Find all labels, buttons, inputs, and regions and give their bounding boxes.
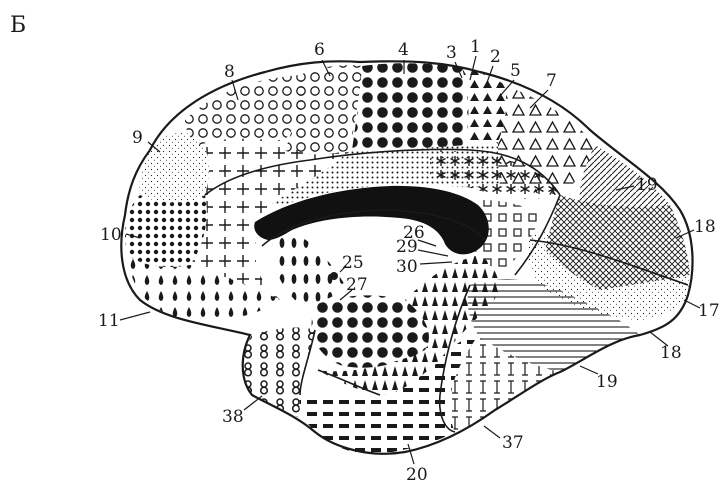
area-label-38: 38	[222, 407, 244, 427]
area-label-4: 4	[398, 40, 409, 60]
area-label-17: 17	[698, 301, 720, 321]
area-label-7: 7	[546, 71, 557, 91]
leader-11	[120, 312, 150, 320]
area-label-18-lower: 18	[660, 343, 682, 363]
area-label-5: 5	[510, 61, 521, 81]
area-label-9: 9	[132, 128, 143, 148]
area-label-2: 2	[490, 47, 501, 67]
area-label-18-upper: 18	[694, 217, 716, 237]
region-4-bigdots	[352, 63, 468, 150]
area-label-27: 27	[346, 275, 368, 295]
area-label-19-upper: 19	[636, 175, 658, 195]
area-label-1: 1	[470, 37, 481, 57]
area-label-20: 20	[406, 465, 428, 485]
leader-38	[244, 396, 262, 410]
leader-37	[484, 426, 500, 438]
region-8-circles	[185, 75, 304, 145]
area-label-3: 3	[446, 43, 457, 63]
area-25-dot	[330, 272, 338, 280]
area-label-8: 8	[224, 62, 235, 82]
area-label-10: 10	[100, 225, 122, 245]
area-label-25: 25	[342, 253, 364, 273]
region-10-mediumdots	[125, 195, 207, 267]
area-label-30: 30	[396, 257, 418, 277]
area-label-29: 29	[396, 237, 418, 257]
area-label-11: 11	[98, 311, 120, 331]
area-label-6: 6	[314, 40, 325, 60]
area-label-19-lower: 19	[596, 372, 618, 392]
panel-letter: Б	[10, 13, 26, 38]
area-label-37: 37	[502, 433, 524, 453]
